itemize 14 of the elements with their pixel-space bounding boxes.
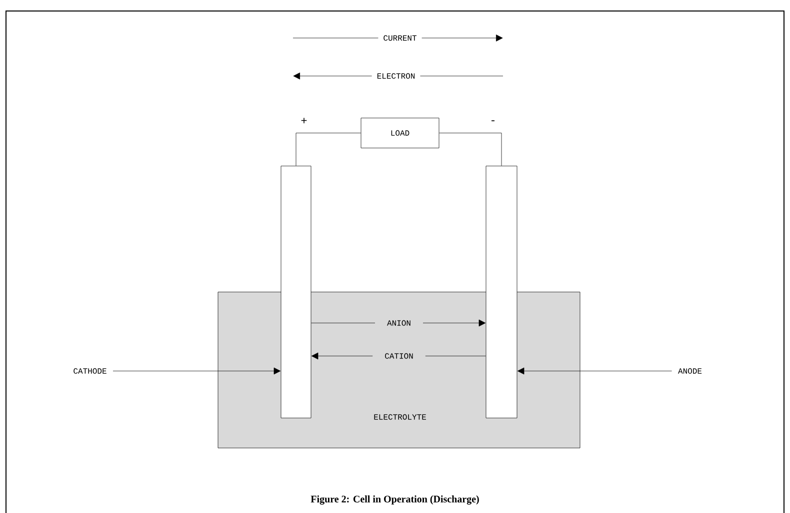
- polarity-sign: -: [492, 120, 494, 122]
- electrode-label: ANODE: [678, 368, 702, 374]
- electrode-bar: [486, 166, 518, 418]
- arrow-label: CURRENT: [378, 34, 422, 42]
- electrode-label: CATHODE: [74, 368, 106, 374]
- wire: [296, 132, 361, 166]
- caption: Figure 2: Cell in Operation (Discharge): [310, 495, 479, 505]
- electrode-bar: [280, 166, 312, 418]
- arrow: [112, 368, 281, 374]
- load-box: LOAD: [360, 118, 440, 148]
- polarity-sign: +: [301, 118, 307, 124]
- arrow: [517, 368, 672, 374]
- wire: [439, 132, 502, 166]
- arrow-label: ELECTRON: [372, 72, 420, 80]
